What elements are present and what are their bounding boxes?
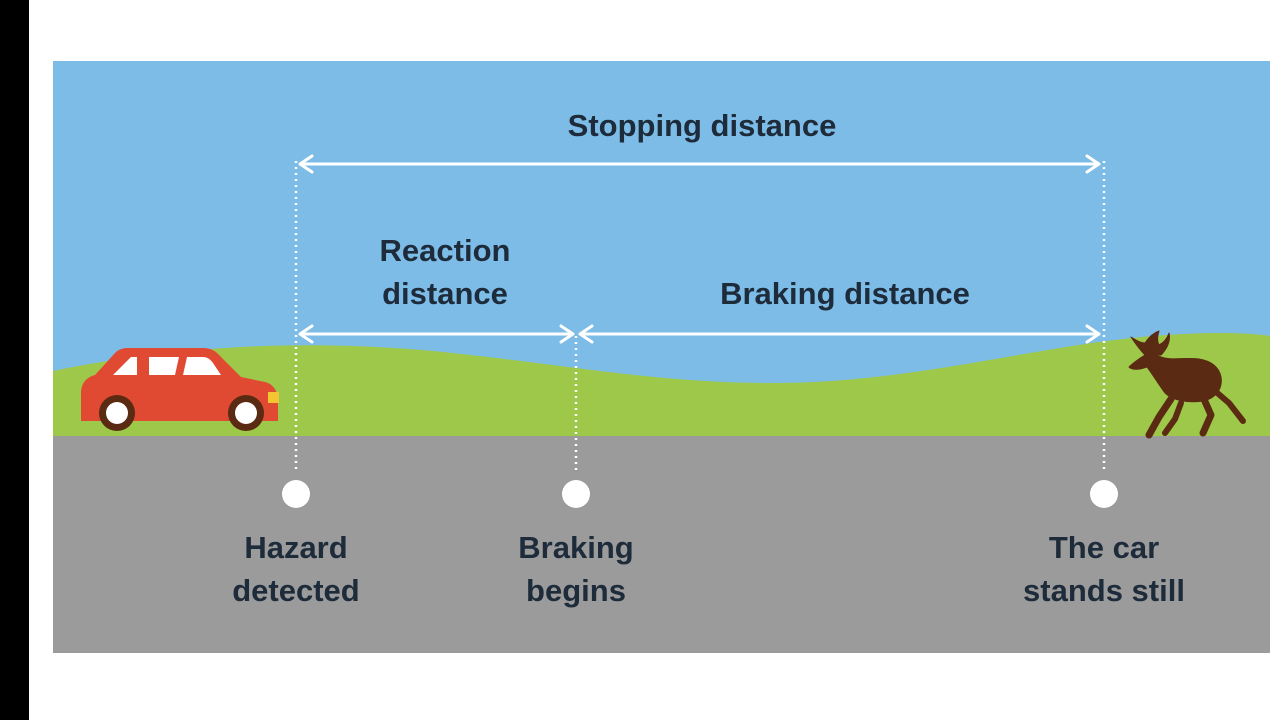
- milestone-dot-hazard: [282, 480, 310, 508]
- reaction-distance-line-1: Reaction: [379, 233, 511, 268]
- braking-distance-text: Braking distance: [720, 276, 970, 311]
- reaction-distance-line-2: distance: [382, 276, 508, 311]
- stopping-distance-text: Stopping distance: [567, 108, 837, 143]
- braking-distance-label: Braking distance: [665, 272, 1025, 315]
- grass-hills: [53, 332, 1270, 441]
- left-edge-bar: [0, 0, 29, 720]
- milestone-hazard-label: Hazard detected: [196, 526, 396, 612]
- milestone-braking-line-2: begins: [526, 573, 626, 608]
- car-icon: [81, 348, 279, 431]
- stopping-distance-diagram: [53, 61, 1270, 653]
- road: [53, 436, 1270, 653]
- moose-icon: [1128, 330, 1246, 439]
- milestone-hazard-line-1: Hazard: [244, 530, 348, 565]
- milestone-braking-line-1: Braking: [518, 530, 634, 565]
- milestone-still-line-1: The car: [1048, 530, 1160, 565]
- milestone-hazard-line-2: detected: [232, 573, 360, 608]
- milestone-still-label: The car stands still: [994, 526, 1214, 612]
- milestone-dot-braking: [562, 480, 590, 508]
- milestone-braking-label: Braking begins: [476, 526, 676, 612]
- reaction-distance-label: Reaction distance: [315, 229, 575, 315]
- milestone-still-line-2: stands still: [1023, 573, 1185, 608]
- stopping-distance-label: Stopping distance: [512, 104, 892, 147]
- milestone-dot-still: [1090, 480, 1118, 508]
